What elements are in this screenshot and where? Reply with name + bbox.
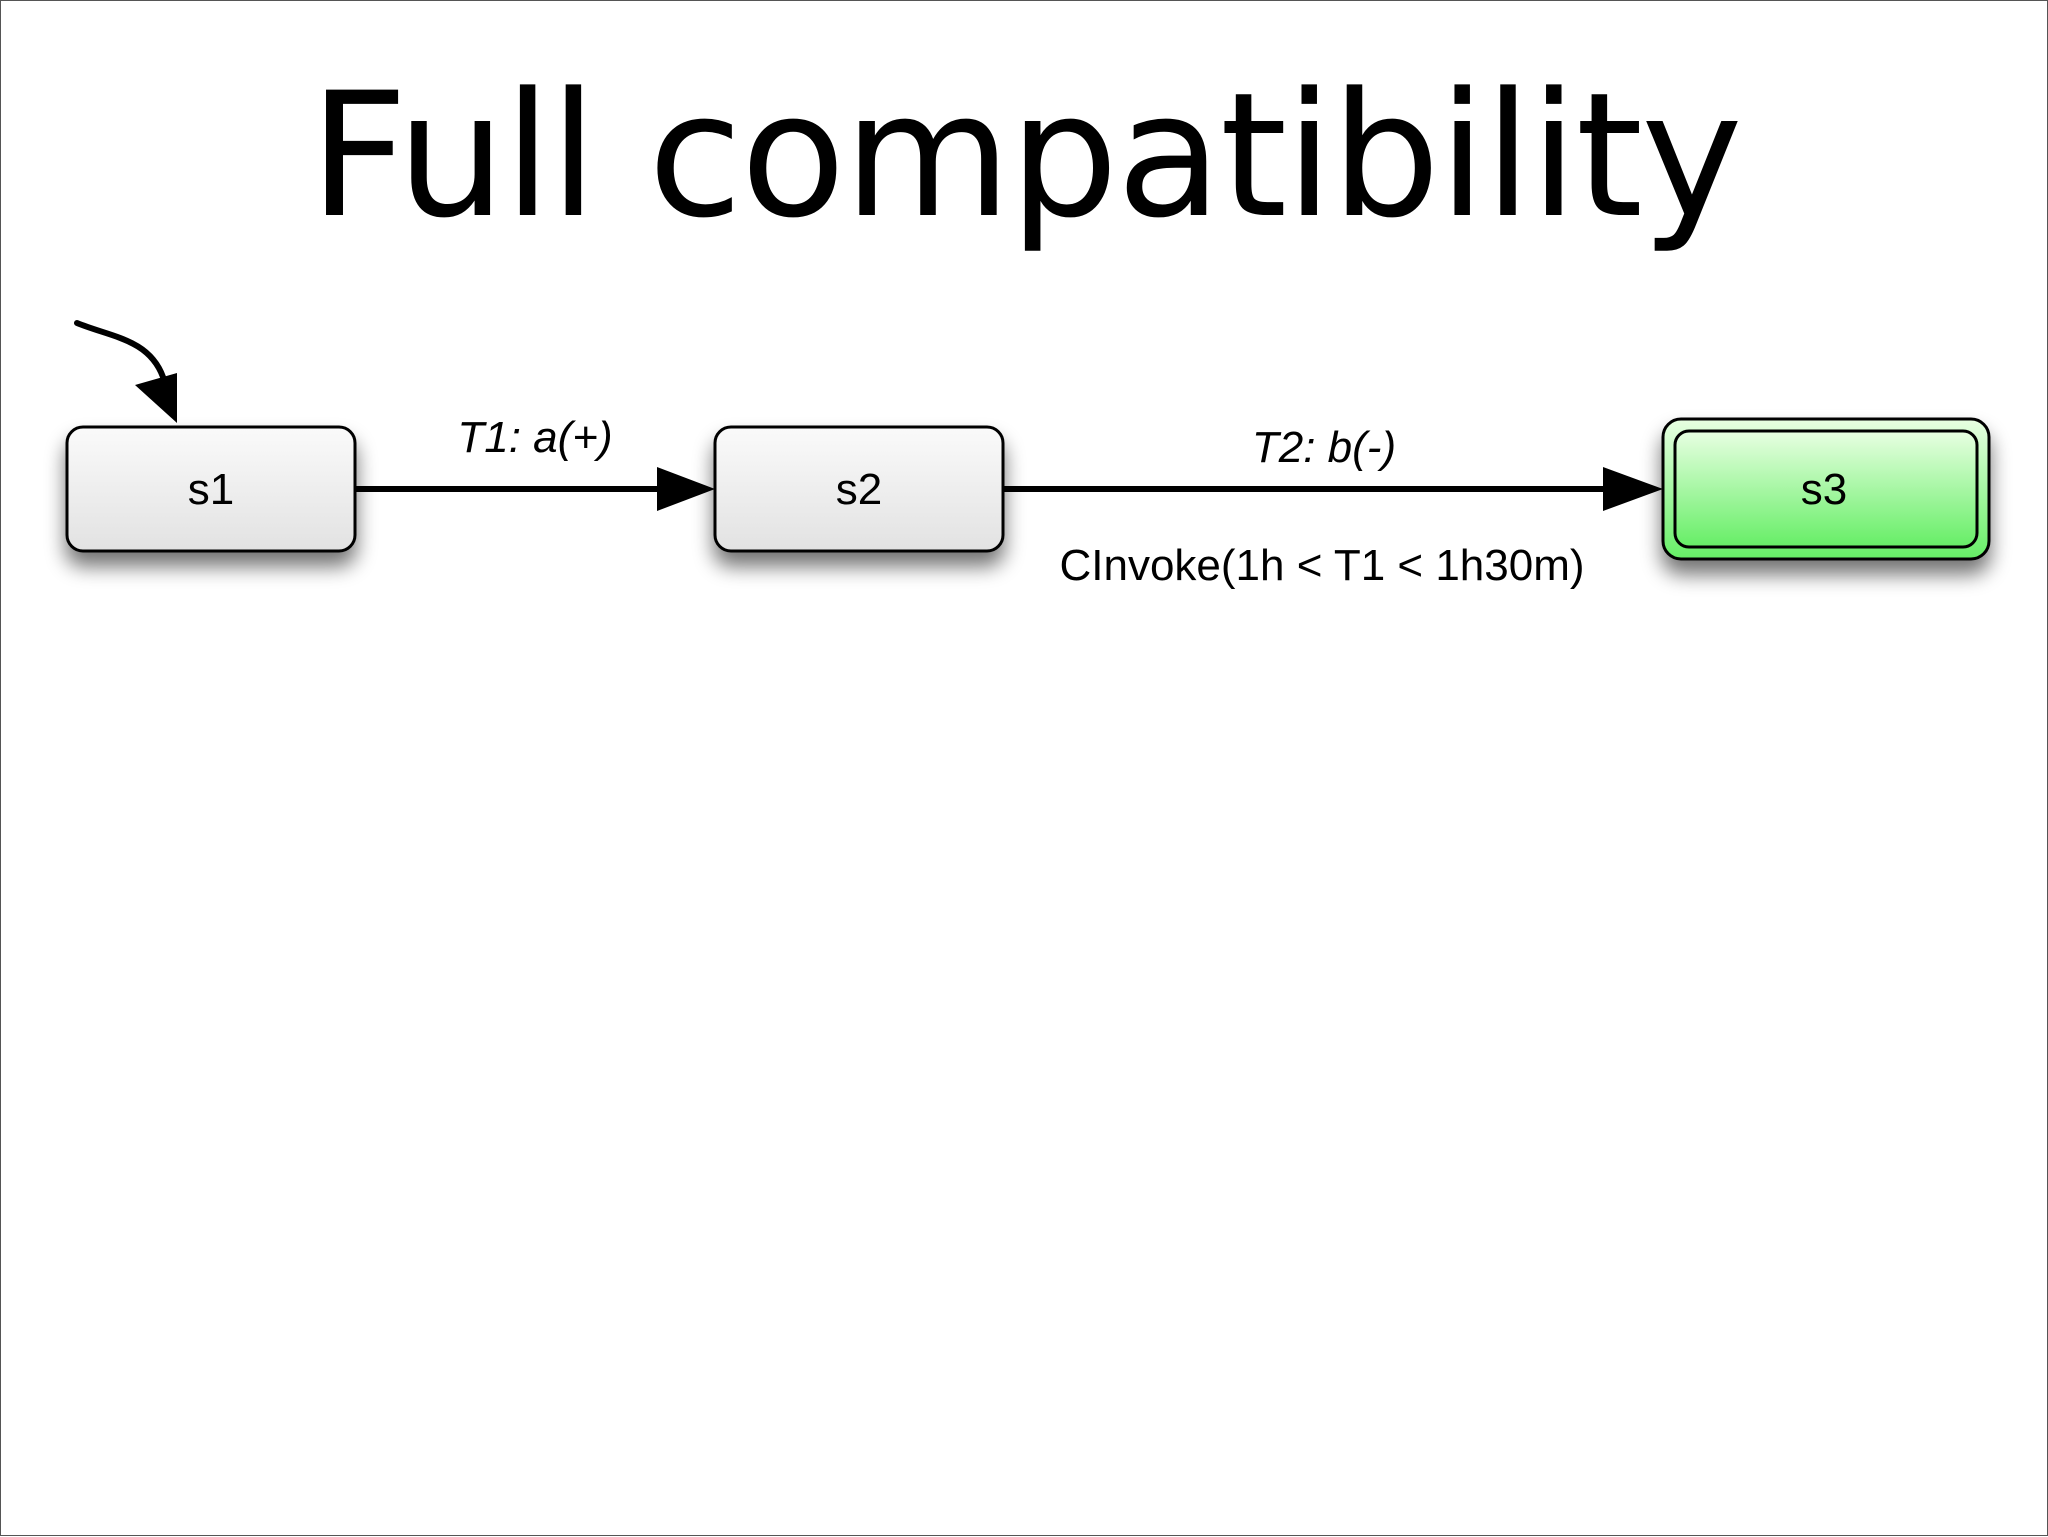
state-s2: s2 [713,425,1005,553]
state-s1-label: s1 [188,465,234,514]
state-s2-label: s2 [836,465,882,514]
state-s3-label: s3 [1801,465,1847,514]
slide-title: Full compatibility [309,55,1743,256]
initial-state-arrow [74,320,177,423]
transition-s2-s3: T2: b(-) CInvoke(1h < T1 < 1h30m) [1003,423,1663,590]
transition-s1-s2-label: T1: a(+) [457,413,612,462]
state-s3: s3 [1661,417,1991,561]
state-s1: s1 [65,425,357,553]
transition-s1-s2: T1: a(+) [355,413,715,511]
transition-s2-s3-label: T2: b(-) [1252,423,1396,472]
transition-s2-s3-constraint: CInvoke(1h < T1 < 1h30m) [1059,541,1584,590]
